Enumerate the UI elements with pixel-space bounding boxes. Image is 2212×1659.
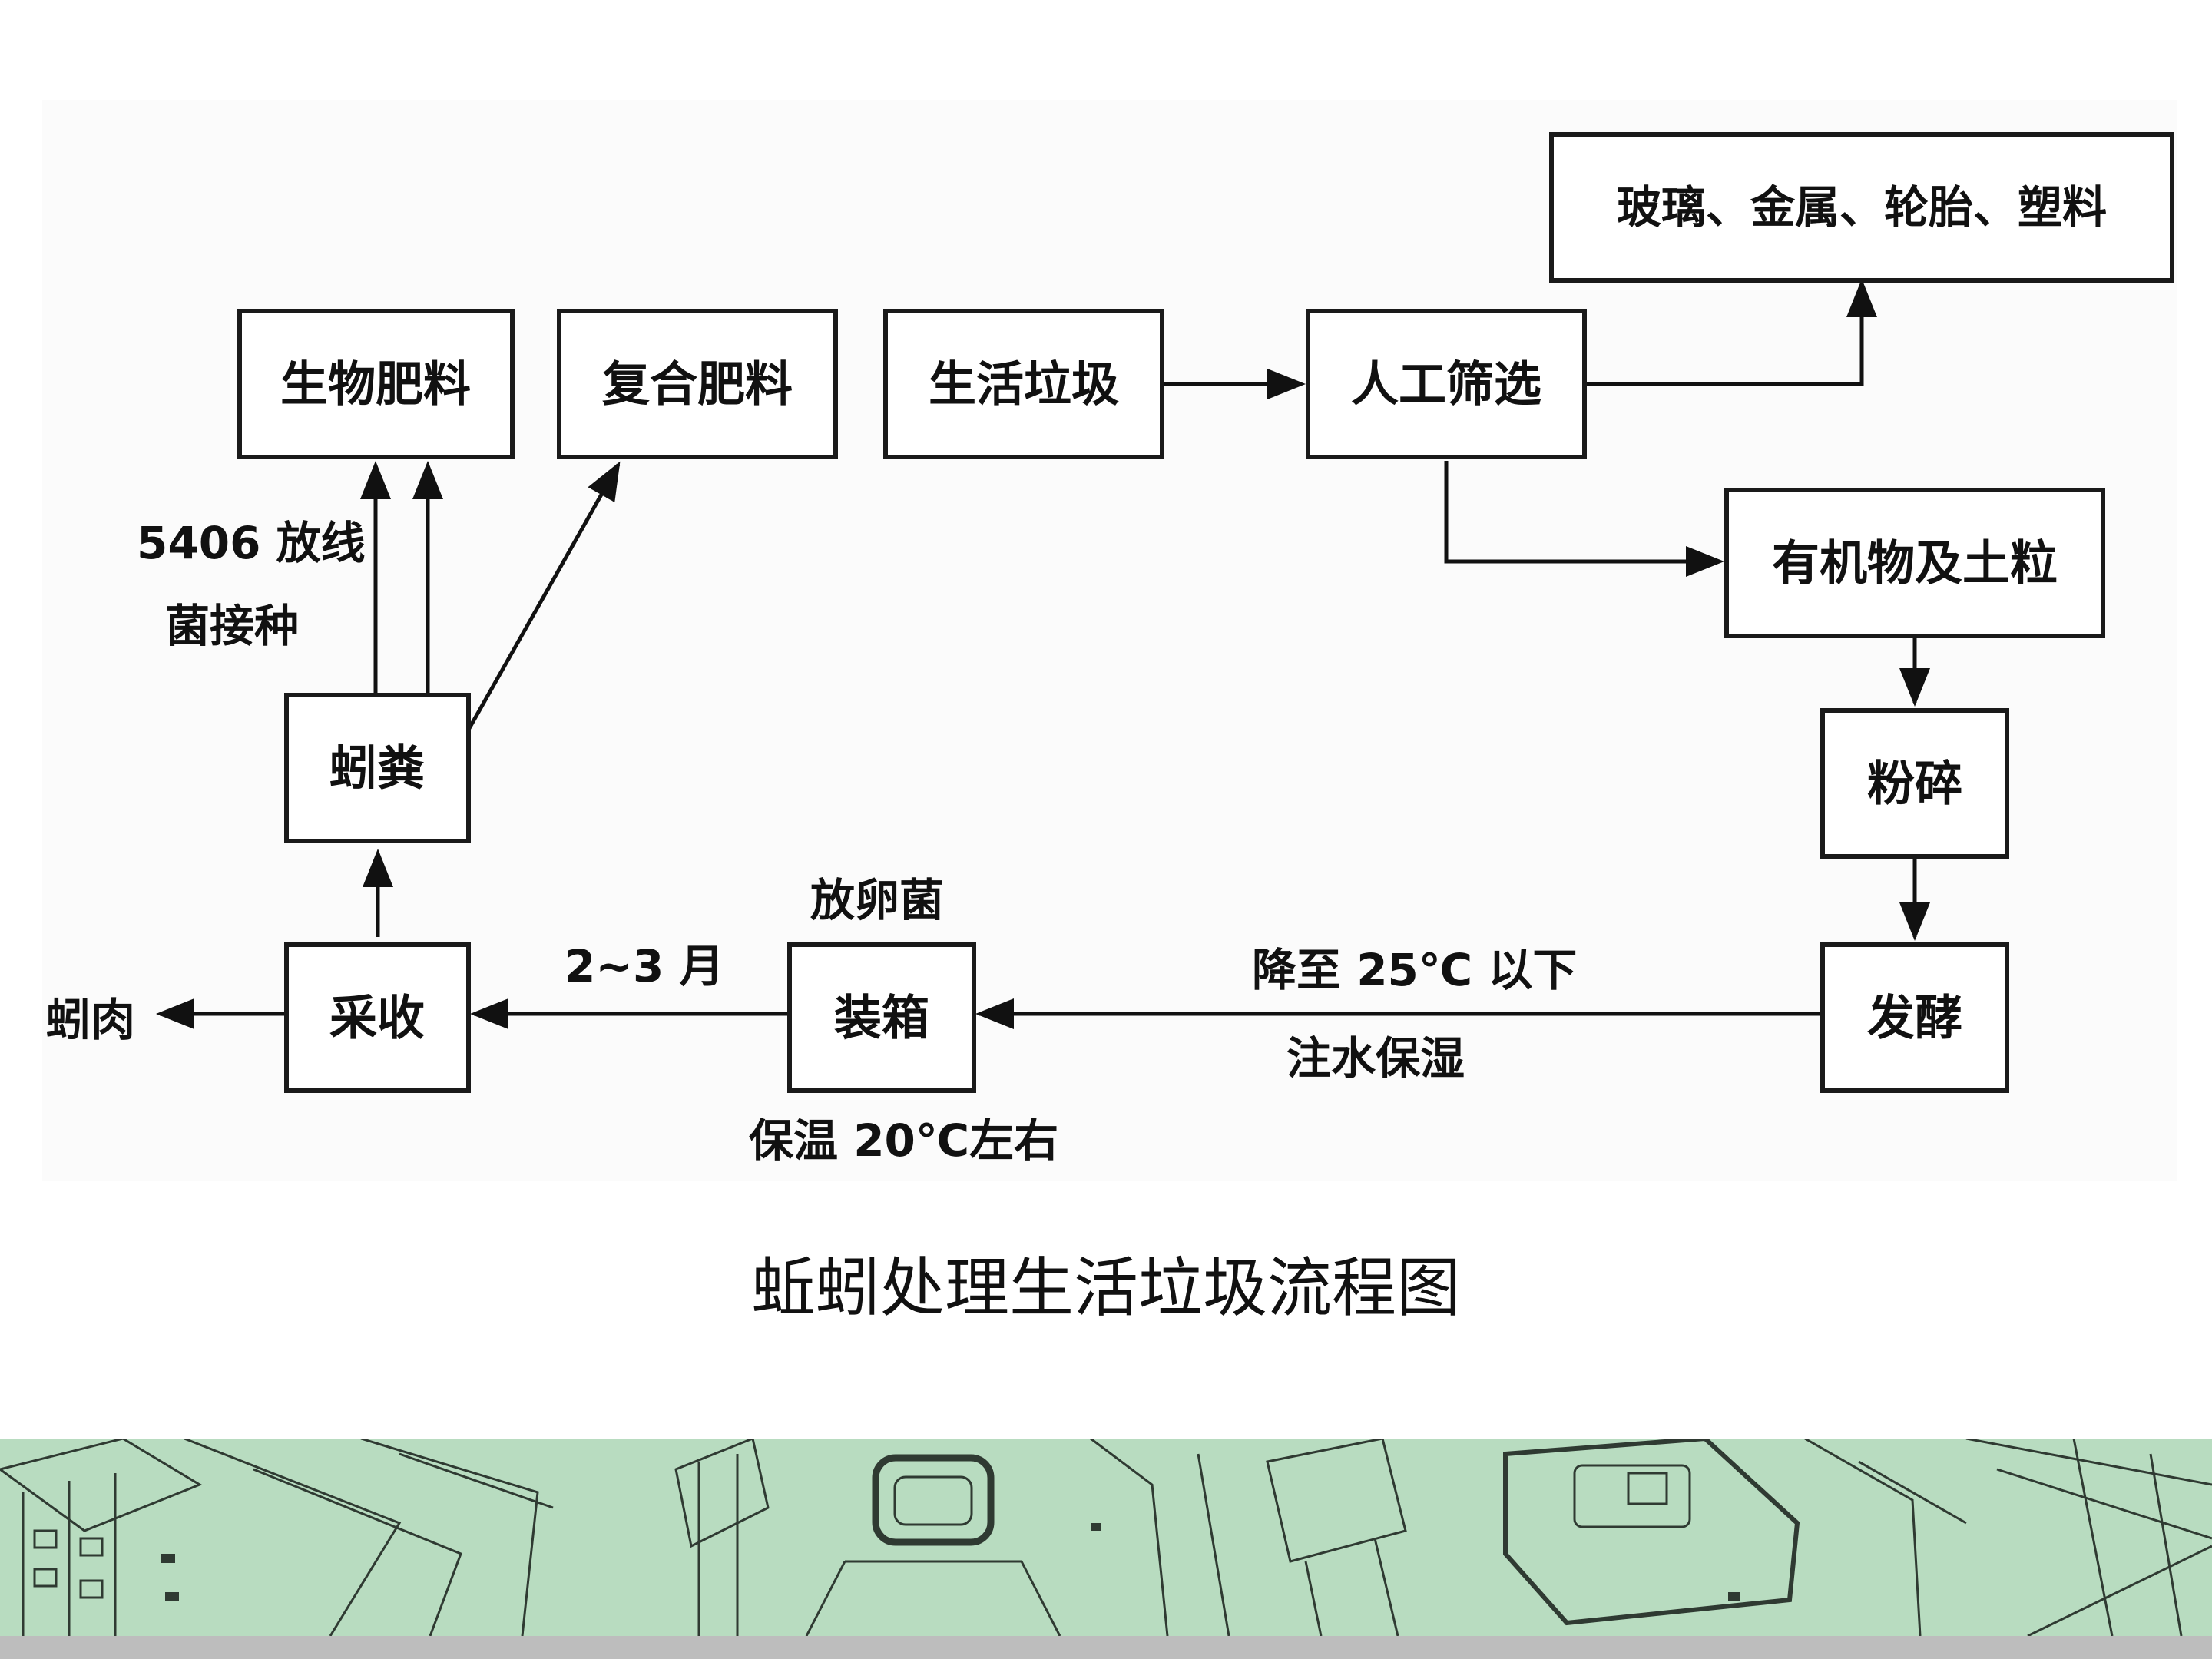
note-inoculation-line2: 菌接种 [165, 600, 299, 652]
node-harvest: 采收 [284, 942, 471, 1093]
node-boxing-label: 装箱 [834, 990, 929, 1046]
node-fermentation: 发酵 [1820, 942, 2009, 1093]
note-duration: 2~3 月 [565, 940, 724, 992]
note-release-eggs: 放卵菌 [810, 874, 944, 926]
node-household-waste-label: 生活垃圾 [929, 356, 1119, 412]
node-recyclables: 玻璃、金属、轮胎、塑料 [1549, 132, 2174, 283]
node-recyclables-label: 玻璃、金属、轮胎、塑料 [1617, 181, 2107, 233]
note-inoculation-line1: 5406 放线 [137, 517, 366, 569]
node-household-waste: 生活垃圾 [883, 309, 1164, 459]
decorative-city-illustration [0, 1439, 2212, 1636]
node-earthworm-meat: 蚓肉 [46, 994, 135, 1046]
note-water: 注水保湿 [1286, 1032, 1465, 1084]
node-fermentation-label: 发酵 [1867, 990, 1962, 1046]
node-manual-screening-label: 人工筛选 [1351, 356, 1541, 412]
node-bio-fertilizer-label: 生物肥料 [280, 356, 471, 412]
node-compound-fertilizer-label: 复合肥料 [602, 356, 793, 412]
node-boxing: 装箱 [787, 942, 976, 1093]
arrow-screening-to-organic [1444, 461, 1724, 577]
node-worm-castings: 蚓粪 [284, 693, 471, 843]
bottom-bar [0, 1636, 2212, 1659]
arrow-screening-to-recyclables [1580, 279, 1877, 386]
node-organic-soil-label: 有机物及土粒 [1772, 535, 2058, 591]
connectors [156, 279, 1930, 1029]
node-crushing-label: 粉碎 [1867, 756, 1962, 812]
note-cool-down: 降至 25℃ 以下 [1252, 944, 1577, 996]
node-worm-castings-label: 蚓粪 [329, 740, 425, 796]
diagram-caption: 蚯蚓处理生活垃圾流程图 [750, 1250, 1461, 1326]
node-bio-fertilizer: 生物肥料 [237, 309, 515, 459]
arrow-castings-to-compound-fertilizer [466, 461, 621, 731]
node-organic-soil: 有机物及土粒 [1724, 488, 2105, 638]
node-compound-fertilizer: 复合肥料 [557, 309, 838, 459]
note-keep-warm: 保温 20℃左右 [749, 1114, 1058, 1167]
node-manual-screening: 人工筛选 [1306, 309, 1587, 459]
city-sketch-graphic [0, 1439, 2212, 1636]
node-harvest-label: 采收 [329, 990, 425, 1046]
node-crushing: 粉碎 [1820, 708, 2009, 859]
